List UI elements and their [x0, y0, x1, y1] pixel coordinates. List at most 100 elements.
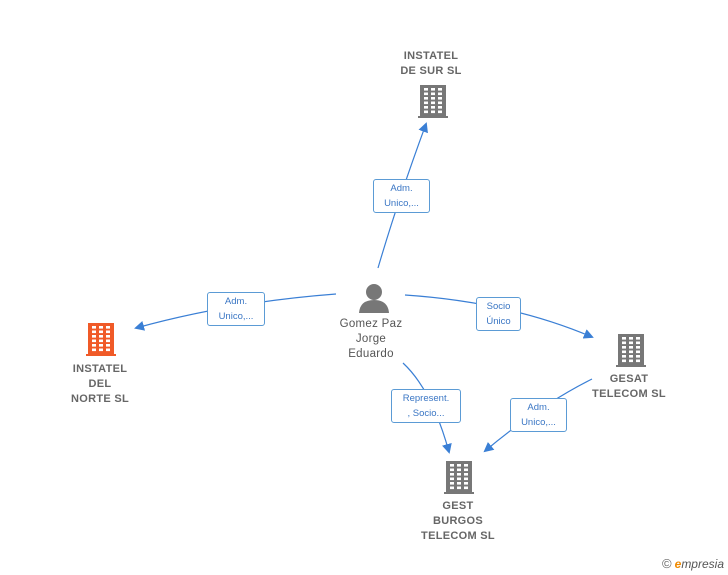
building-window [636, 359, 640, 363]
building-window [424, 92, 428, 96]
node-line: NORTE SL [70, 393, 129, 405]
building-window [450, 473, 454, 476]
building-window [99, 348, 103, 352]
node-label-gesat[interactable]: GESAT TELECOM SL [581, 372, 677, 402]
brand-name: mpresia [681, 557, 724, 571]
building-window [424, 101, 428, 105]
node-label-gest-burgos[interactable]: GEST BURGOS TELECOM SL [410, 499, 506, 544]
building-window [106, 335, 110, 338]
building-icon[interactable] [86, 323, 116, 356]
building-window [431, 106, 435, 109]
building-window [92, 335, 96, 338]
brand-logo: ©empresia [662, 556, 724, 571]
edge-line: Socio [486, 301, 511, 312]
building-window [431, 92, 435, 96]
building-window [99, 335, 103, 338]
building-window [438, 92, 442, 96]
building-window [457, 468, 461, 472]
building-window [457, 486, 461, 490]
building-window [636, 355, 640, 358]
building-window [622, 355, 626, 358]
building-window [431, 110, 435, 114]
building-window [92, 330, 96, 334]
building-window [629, 355, 633, 358]
edge-line: , Socio... [407, 408, 445, 419]
building-window [464, 486, 468, 490]
building-window [424, 106, 428, 109]
building-window [99, 326, 103, 329]
node-line: GESAT [609, 373, 649, 385]
edge-line: Unico,... [218, 311, 254, 322]
node-label-person[interactable]: Gomez Paz Jorge Eduardo [323, 317, 419, 362]
building-window [450, 486, 454, 490]
node-line: INSTATEL [72, 363, 128, 375]
building-window [106, 326, 110, 329]
building-window [106, 348, 110, 352]
building-window [457, 482, 461, 485]
node-line: GEST [442, 500, 474, 512]
building-window [450, 477, 454, 481]
edge-label-gesat-to-burgos[interactable]: Adm. Unico,... [510, 398, 567, 432]
building-window [629, 350, 633, 354]
building-icon[interactable] [444, 461, 474, 494]
building-window [457, 464, 461, 467]
building-window [629, 337, 633, 340]
node-label-instatel-norte[interactable]: INSTATEL DEL NORTE SL [52, 362, 148, 407]
building-window [629, 359, 633, 363]
edge-line: Unico,... [384, 198, 419, 209]
node-line: INSTATEL [403, 50, 459, 62]
building-window [438, 88, 442, 91]
building-window [438, 110, 442, 114]
copyright-icon: © [662, 556, 672, 571]
building-window [622, 341, 626, 345]
building-window [438, 106, 442, 109]
building-window [92, 344, 96, 347]
building-window [99, 339, 103, 343]
building-window [424, 88, 428, 91]
node-line: Jorge [355, 333, 387, 345]
building-window [450, 482, 454, 485]
building-window [99, 330, 103, 334]
edge-line: Unico,... [521, 417, 556, 428]
edge-label-to-burgos[interactable]: Represent. , Socio... [391, 389, 461, 423]
building-window [457, 473, 461, 476]
building-window [106, 344, 110, 347]
edge-line: Adm. [390, 183, 413, 194]
node-line: TELECOM SL [592, 388, 666, 400]
building-window [431, 97, 435, 100]
building-window [106, 339, 110, 343]
building-window [629, 346, 633, 349]
node-line: DEL [88, 378, 112, 390]
edge-label-to-sur[interactable]: Adm. Unico,... [373, 179, 430, 213]
building-window [636, 337, 640, 340]
building-window [424, 97, 428, 100]
building-icon[interactable] [418, 85, 448, 118]
building-window [636, 350, 640, 354]
building-window [464, 464, 468, 467]
node-line: DE SUR SL [400, 65, 462, 77]
building-window [92, 339, 96, 343]
building-window [92, 348, 96, 352]
building-window [622, 350, 626, 354]
edge-line: Adm. [224, 296, 248, 307]
building-window [636, 341, 640, 345]
building-window [464, 468, 468, 472]
edge-line: Único [486, 316, 511, 327]
building-window [636, 346, 640, 349]
building-window [438, 101, 442, 105]
building-window [464, 477, 468, 481]
building-window [106, 330, 110, 334]
edge-line: Adm. [527, 402, 550, 413]
building-window [424, 110, 428, 114]
node-label-instatel-sur[interactable]: INSTATEL DE SUR SL [383, 49, 479, 79]
edge-label-to-norte[interactable]: Adm. Unico,... [207, 292, 265, 326]
building-window [464, 473, 468, 476]
node-line: Eduardo [348, 348, 394, 360]
building-window [438, 97, 442, 100]
brand-initial: e [674, 557, 682, 571]
building-window [457, 477, 461, 481]
edge-label-to-gesat[interactable]: Socio Único [476, 297, 521, 331]
building-icon[interactable] [616, 334, 646, 367]
person-icon[interactable] [359, 284, 389, 313]
